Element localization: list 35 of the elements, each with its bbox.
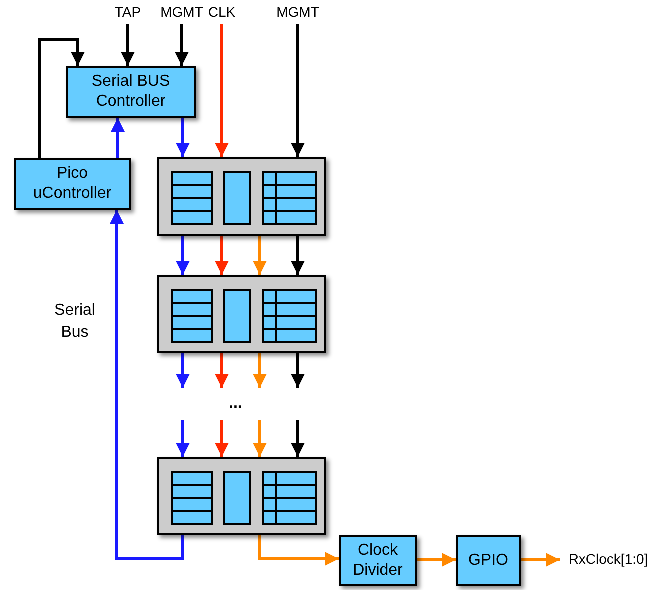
process-box: GPIO: [456, 535, 521, 586]
register-block: [157, 275, 326, 353]
arrow: [253, 353, 267, 388]
arrow: [176, 353, 190, 388]
bus-label: Serial Bus: [54, 301, 96, 343]
arrow: [175, 24, 189, 66]
register-block: [157, 457, 326, 535]
register-block: [157, 157, 326, 236]
arrow: [291, 24, 305, 157]
arrow: [253, 420, 267, 457]
process-box: Clock Divider: [339, 535, 417, 586]
arrow: [417, 553, 456, 567]
ellipsis-label: ...: [229, 394, 242, 414]
arrow: [215, 353, 229, 388]
arrow: [176, 118, 190, 157]
arrow: [215, 420, 229, 457]
process-box: Pico uController: [14, 158, 131, 210]
signal-label: RxClock[1:0]: [560, 549, 657, 571]
arrow: [258, 535, 339, 566]
arrow: [111, 118, 125, 158]
arrow: [521, 553, 560, 567]
arrow: [291, 420, 305, 457]
arrow: [176, 236, 190, 275]
arrow: [215, 236, 229, 275]
signal-label: MGMT: [272, 2, 324, 24]
arrow: [38, 38, 85, 158]
arrow: [215, 24, 229, 157]
arrow: [110, 210, 184, 560]
signal-label: TAP: [108, 2, 148, 24]
process-box: Serial BUS Controller: [66, 66, 196, 118]
arrow: [291, 353, 305, 388]
arrow: [176, 420, 190, 457]
arrow: [253, 236, 267, 275]
arrow: [121, 24, 135, 66]
arrow: [291, 236, 305, 275]
